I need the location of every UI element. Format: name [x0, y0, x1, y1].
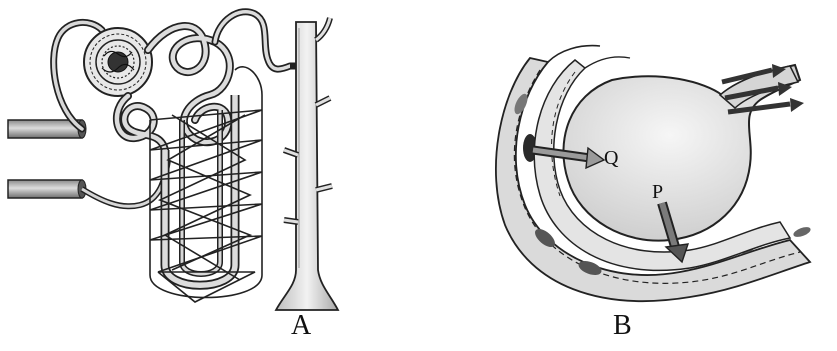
panel-caption-b: B: [613, 312, 632, 340]
vessel-stub-lower: [8, 180, 82, 198]
marker-label-q: Q: [604, 148, 618, 168]
panel-a-nephron: [8, 12, 338, 310]
collecting-duct: [276, 18, 338, 310]
panel-b-capsule: [496, 46, 812, 301]
panel-caption-a: A: [291, 312, 311, 340]
marker-label-p: P: [652, 182, 663, 202]
glomerulus: [84, 28, 152, 96]
efferent-tubule: [720, 64, 804, 112]
blood-vessel-stubs: [8, 120, 86, 198]
